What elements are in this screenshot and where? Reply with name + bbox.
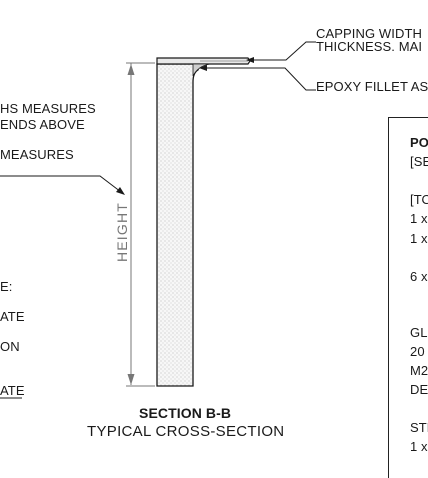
left-note-e: E: — [0, 279, 13, 294]
panel-line-7: 20 — [410, 344, 425, 359]
section-title: SECTION B-B — [139, 405, 232, 421]
panel-line-3: 1 x — [410, 211, 428, 226]
panel-line-11: 1 x — [410, 439, 428, 454]
panel-line-6: GL — [410, 325, 428, 340]
notes-panel — [388, 117, 428, 478]
epoxy-fillet-note: EPOXY FILLET AS — [316, 79, 428, 94]
panel-line-9: DE — [410, 382, 428, 397]
panel-line-0: PO — [410, 135, 428, 150]
capping-note-line2: THICKNESS. MAI — [316, 39, 423, 54]
epoxy-fillet — [192, 63, 211, 77]
height-dimension — [126, 62, 155, 387]
panel-line-4: 1 x — [410, 231, 428, 246]
panel-line-10: STR — [410, 420, 428, 435]
upstand-section — [156, 63, 201, 387]
left-note-ate2: ATE — [0, 383, 25, 398]
measures-leader — [0, 175, 122, 193]
left-note-line3: MEASURES — [0, 147, 74, 162]
panel-line-5: 6 x — [410, 269, 428, 284]
cross-section-drawing — [0, 41, 316, 399]
panel-line-8: M2 — [410, 363, 428, 378]
panel-line-2: [TO — [410, 192, 428, 207]
capping-note-line1: CAPPING WIDTH — [316, 26, 423, 41]
capping-leader — [252, 41, 316, 61]
panel-line-1: [SE — [410, 154, 428, 169]
epoxy-leader — [203, 67, 316, 91]
left-note-line2: ENDS ABOVE — [0, 117, 85, 132]
section-subtitle: TYPICAL CROSS-SECTION — [87, 423, 285, 440]
left-note-line1: HS MEASURES — [0, 101, 96, 116]
left-note-on: ON — [0, 339, 20, 354]
left-note-ate1: ATE — [0, 309, 25, 324]
